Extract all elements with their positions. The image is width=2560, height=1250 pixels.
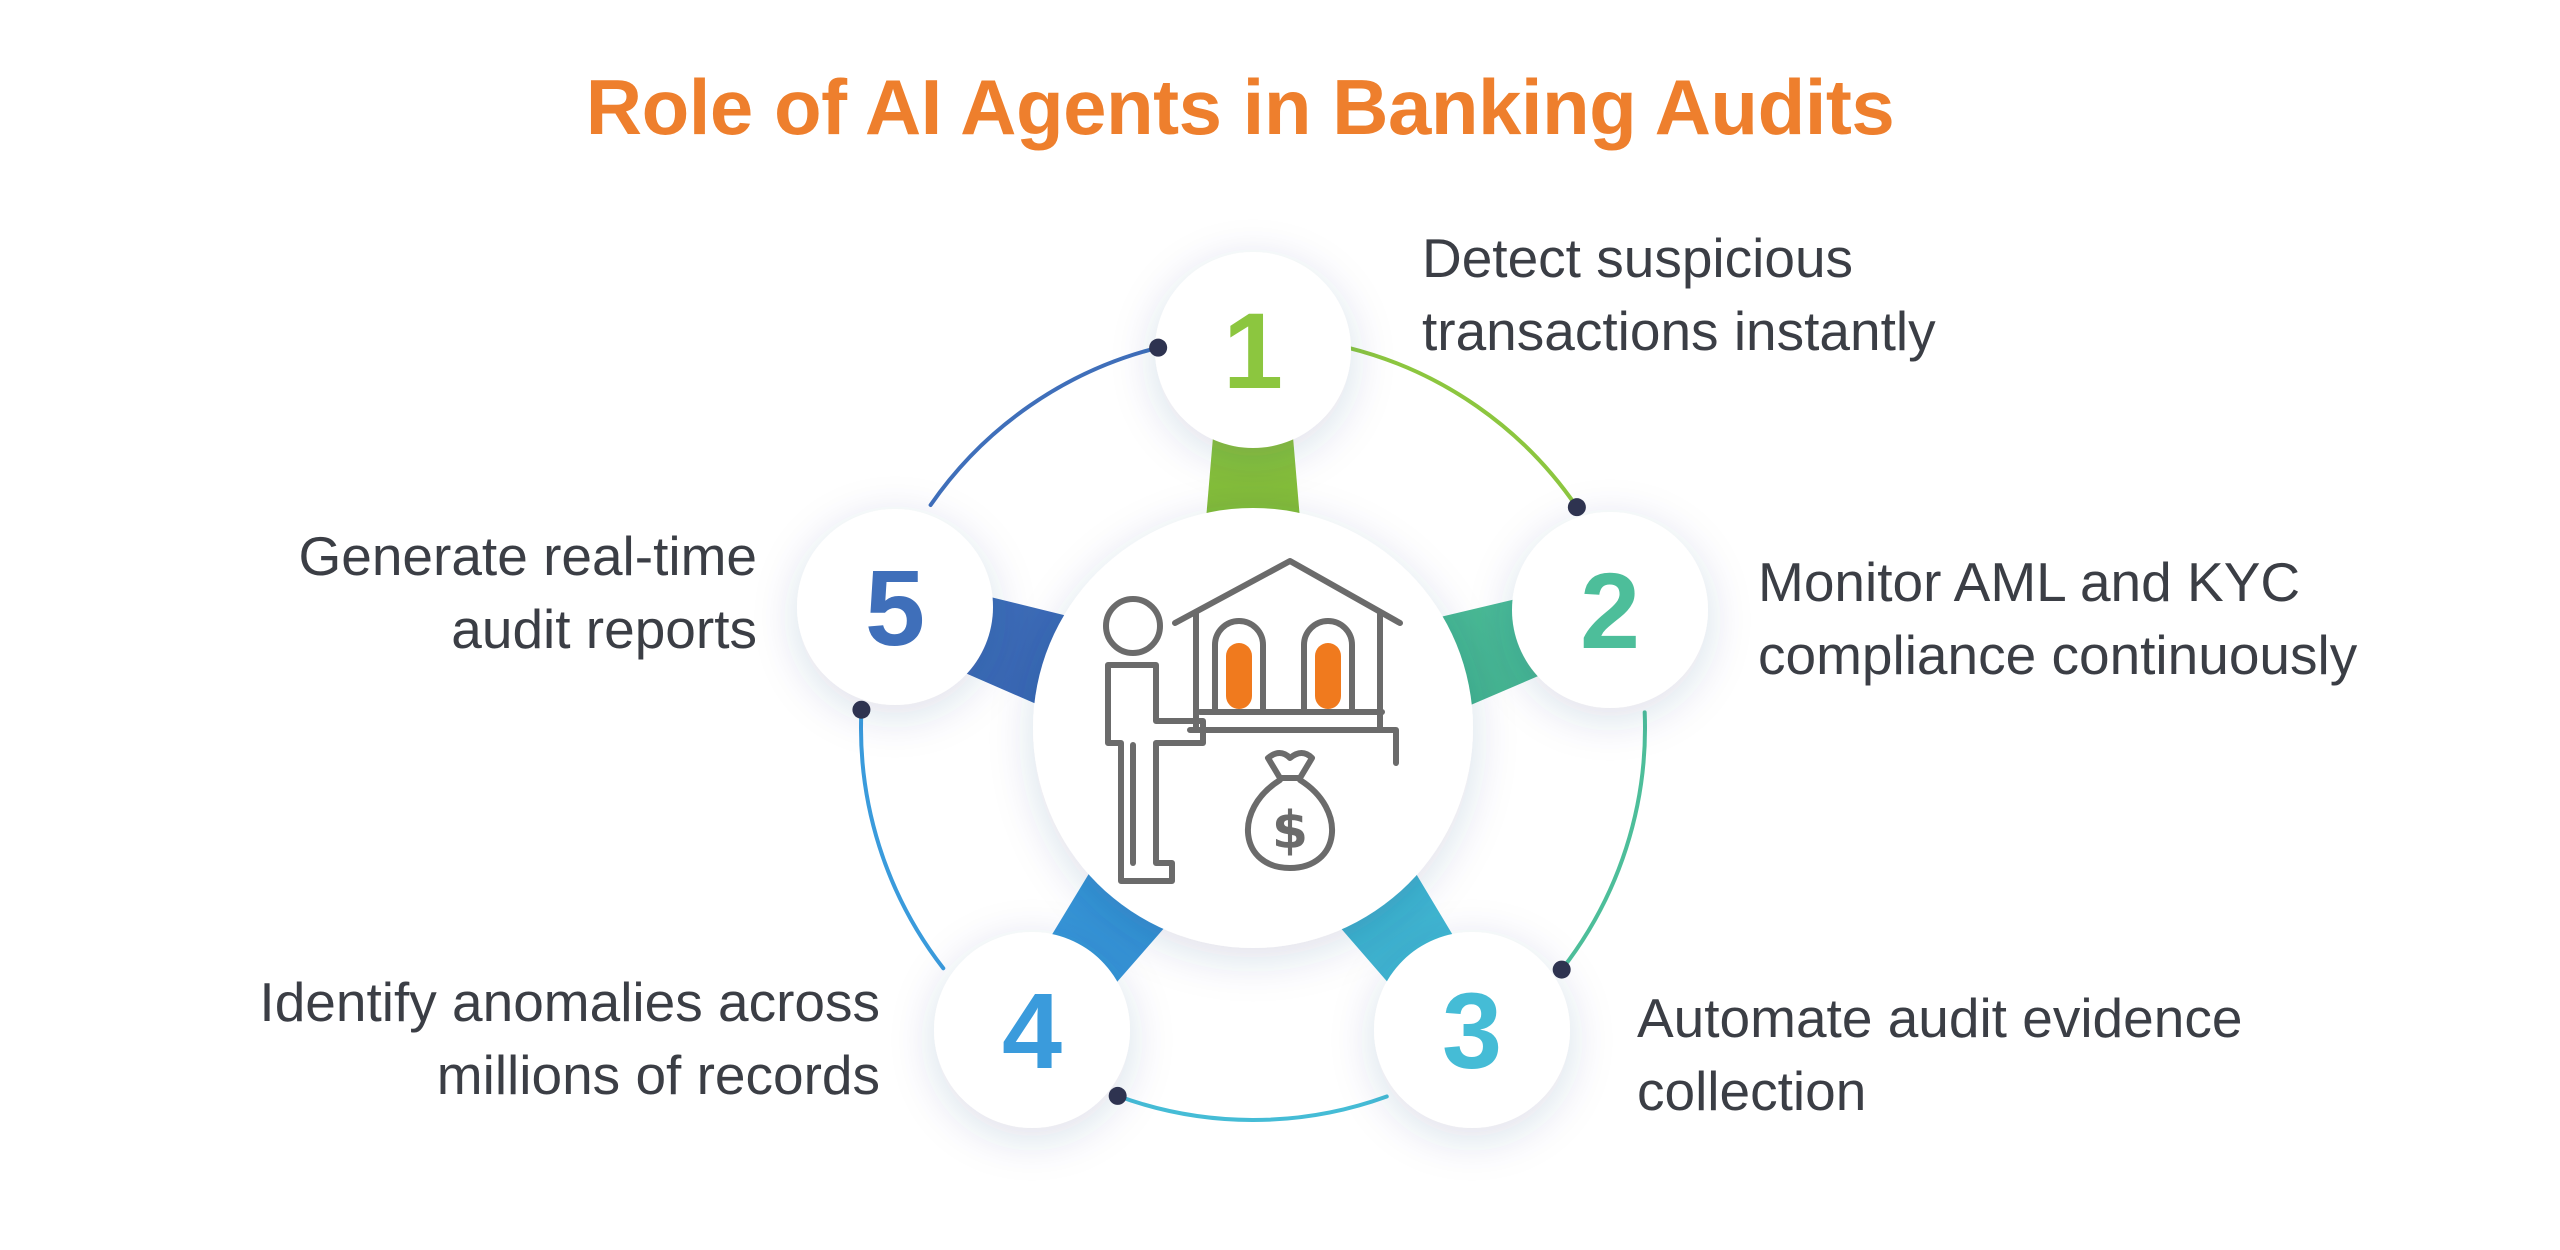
connector-arc-5 (928, 345, 1161, 507)
node-number-2: 2 (1580, 550, 1640, 671)
arc-end-dot-4 (852, 700, 871, 719)
arc-end-dot-3 (1108, 1086, 1127, 1105)
endpoint-dots (852, 338, 1586, 1105)
item-3-description: Automate audit evidence collection (1637, 987, 2243, 1122)
node-2: 2 (1512, 512, 1708, 708)
node-4: 4 (934, 932, 1130, 1128)
node-circle-2 (1512, 512, 1708, 708)
node-circle-3 (1374, 932, 1570, 1128)
node-1: 1 (1155, 252, 1351, 448)
arc-end-dot-1 (1567, 498, 1586, 517)
number-nodes: 1 2 3 4 5 (797, 252, 1708, 1128)
node-number-1: 1 (1223, 290, 1283, 411)
connector-arc-1 (1345, 345, 1579, 510)
item-2-description: Monitor AML and KYC compliance continuou… (1758, 551, 2358, 686)
connector-arcs (859, 345, 1648, 1122)
node-circle-5 (797, 509, 993, 705)
node-number-4: 4 (1002, 970, 1062, 1091)
node-5: 5 (797, 509, 993, 705)
connector-arc-3 (1115, 1093, 1389, 1122)
page-title: Role of AI Agents in Banking Audits (585, 63, 1895, 151)
item-1-description: Detect suspicious transactions instantly (1422, 227, 1936, 362)
agent-bank-money-bag-icon (1103, 558, 1403, 884)
connector-arc-4 (859, 707, 946, 971)
node-circle-4 (934, 932, 1130, 1128)
item-5-description: Generate real-time audit reports (298, 525, 757, 660)
dollar-sign-icon: $ (1272, 801, 1308, 861)
node-number-5: 5 (865, 547, 925, 668)
arc-end-dot-2 (1552, 960, 1571, 979)
node-3: 3 (1374, 932, 1570, 1128)
bank-icon (1172, 558, 1403, 766)
person-icon (1103, 596, 1206, 884)
bank-door-accents (1226, 643, 1341, 709)
connector-arc-2 (1559, 710, 1648, 972)
arc-end-dot-5 (1149, 338, 1168, 357)
node-circle-1 (1155, 252, 1351, 448)
money-bag-icon (1244, 750, 1336, 871)
node-number-3: 3 (1442, 970, 1502, 1091)
item-4-description: Identify anomalies across millions of re… (259, 971, 880, 1106)
